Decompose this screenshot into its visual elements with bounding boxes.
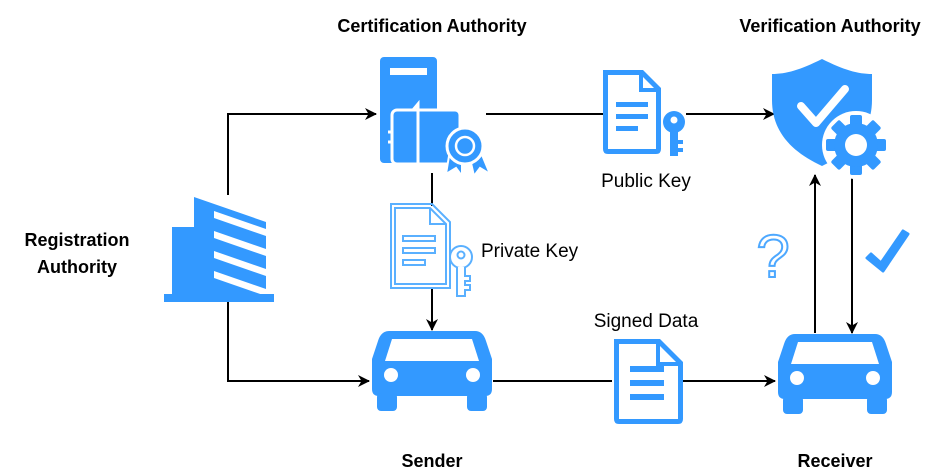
- checkmark-icon: [865, 229, 910, 273]
- label-registration-authority-line2: Authority: [37, 257, 117, 277]
- label-sender: Sender: [401, 451, 462, 471]
- document-icon: [614, 339, 683, 424]
- label-public-key: Public Key: [601, 171, 691, 192]
- arrow-registration-to-ca: [227, 108, 377, 195]
- office-building-icon: [164, 197, 274, 302]
- document-key-outline-icon: [390, 203, 473, 297]
- shield-check-gear-icon: [772, 59, 890, 179]
- sender-car-icon: [372, 331, 492, 411]
- label-receiver: Receiver: [797, 451, 872, 471]
- label-verification-authority: Verification Authority: [739, 16, 920, 36]
- connectors: [227, 108, 858, 387]
- label-certification-authority: Certification Authority: [337, 16, 526, 36]
- arrow-registration-to-sender: [227, 302, 370, 387]
- question-mark: ?: [756, 223, 789, 290]
- label-signed-data: Signed Data: [594, 311, 699, 332]
- receiver-car-icon: [778, 334, 892, 414]
- label-registration-authority-line1: Registration: [24, 230, 129, 250]
- document-key-icon: [603, 70, 685, 156]
- label-private-key: Private Key: [481, 241, 579, 262]
- server-certificate-icon: [380, 57, 493, 179]
